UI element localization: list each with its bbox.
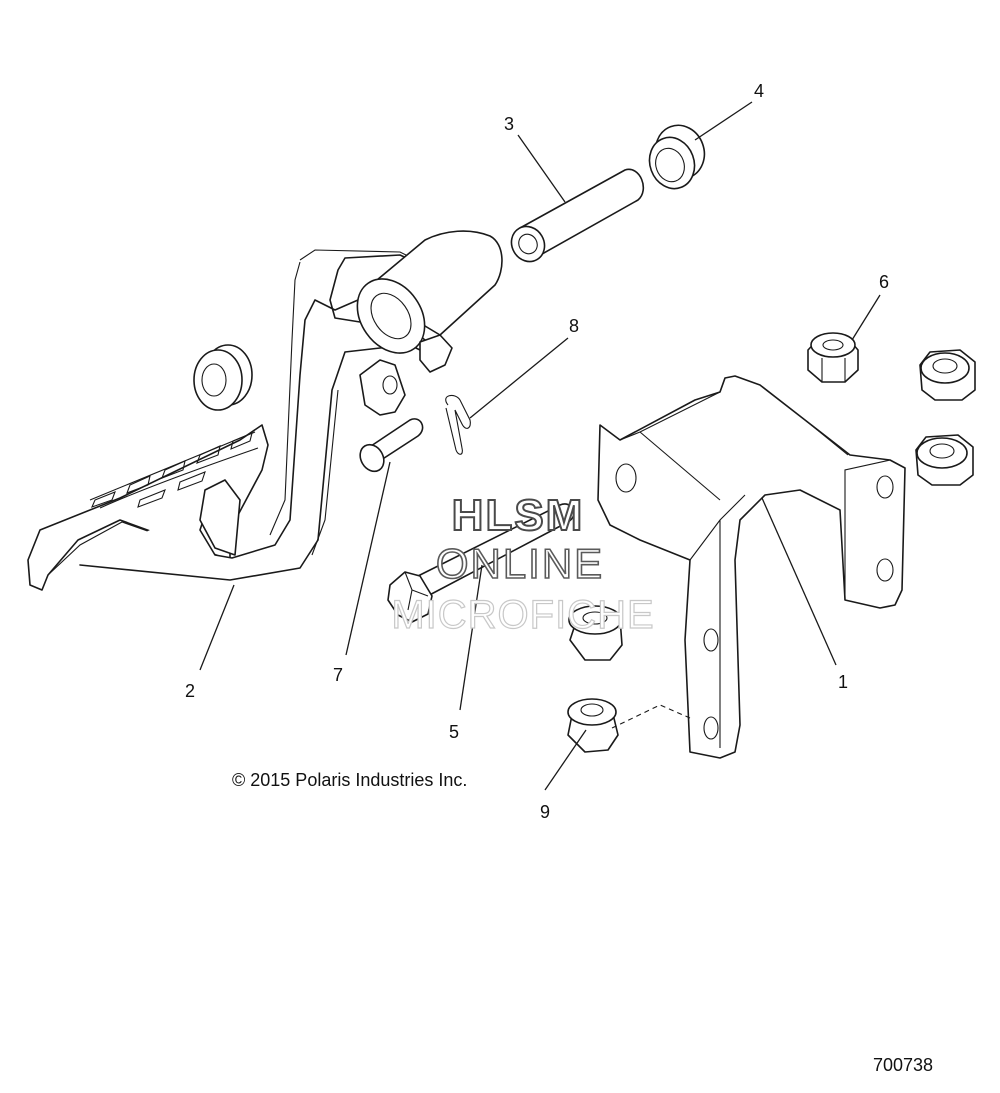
clevis-pin-part — [359, 418, 424, 473]
bracket-part — [597, 375, 906, 759]
callout-3: 3 — [504, 114, 514, 134]
callout-8: 8 — [569, 316, 579, 336]
flange-nut-right-upper-part — [919, 349, 976, 401]
hair-pin-clip-part — [445, 394, 471, 455]
watermark-line3: MICROFICHE — [391, 593, 654, 637]
sleeve-part — [510, 168, 644, 263]
callout-4: 4 — [754, 81, 764, 101]
watermark-line1: HLSM — [452, 491, 585, 540]
watermark: HLSM ONLINE MICROFICHE — [391, 490, 655, 638]
flange-nut-part — [567, 698, 691, 753]
brake-pedal-part — [27, 230, 503, 591]
figure-number: 700738 — [873, 1055, 933, 1075]
watermark-line2: ONLINE — [436, 540, 604, 587]
flange-nut-right-lower-part — [915, 434, 974, 486]
nut-part — [807, 332, 859, 383]
callout-1: 1 — [838, 672, 848, 692]
callout-5: 5 — [449, 722, 459, 742]
callout-labels: 1 2 3 4 5 6 7 8 9 — [185, 81, 889, 822]
callout-9: 9 — [540, 802, 550, 822]
copyright-notice: © 2015 Polaris Industries Inc. — [232, 770, 467, 790]
callout-2: 2 — [185, 681, 195, 701]
callout-7: 7 — [333, 665, 343, 685]
flanged-bushing-part — [648, 124, 706, 190]
bolt-part — [387, 503, 575, 623]
leader-lines — [199, 101, 881, 791]
flange-nut-center-part — [568, 605, 623, 661]
pedal-bushing-part — [193, 344, 253, 411]
callout-6: 6 — [879, 272, 889, 292]
